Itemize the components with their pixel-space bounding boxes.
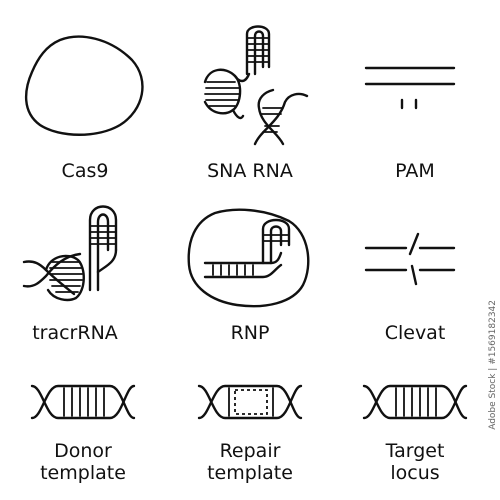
pam-label: PAM bbox=[395, 160, 435, 182]
pam-icon bbox=[364, 66, 456, 110]
target-locus-label: Target locus bbox=[385, 440, 445, 484]
stock-watermark: Adobe Stock | #1569182342 bbox=[488, 300, 498, 430]
tracrrna-icon bbox=[22, 205, 118, 302]
rnp-icon bbox=[187, 208, 310, 308]
cas9-label: Cas9 bbox=[61, 160, 109, 182]
clevat-icon bbox=[364, 232, 456, 286]
rnp-label: RNP bbox=[230, 322, 270, 344]
tracrrna-label: tracrRNA bbox=[32, 322, 118, 344]
cas9-icon bbox=[25, 35, 144, 136]
donor-template-icon bbox=[30, 384, 136, 420]
repair-template-icon bbox=[197, 384, 303, 420]
target-locus-icon bbox=[362, 384, 468, 420]
donor-template-label: Donor template bbox=[40, 440, 126, 484]
sna-rna-label: SNA RNA bbox=[207, 160, 293, 182]
sna-rna-icon bbox=[203, 25, 309, 146]
clevat-label: Clevat bbox=[384, 322, 446, 344]
repair-template-label: Repair template bbox=[207, 440, 293, 484]
